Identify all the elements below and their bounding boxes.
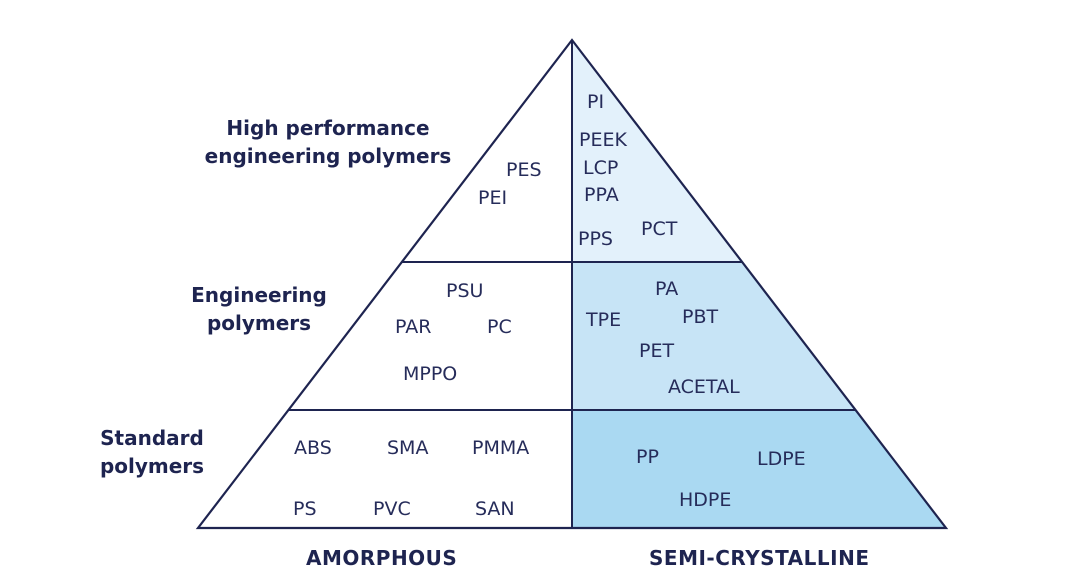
tier-label-high-performance: High performance engineering polymers xyxy=(204,116,452,168)
polymer-pps: PPS xyxy=(578,228,613,250)
polymer-pet: PET xyxy=(639,340,675,362)
polymer-peek: PEEK xyxy=(579,129,627,151)
polymer-hdpe: HDPE xyxy=(679,489,732,511)
column-label-semi-crystalline: SEMI-CRYSTALLINE xyxy=(649,546,870,570)
column-label-amorphous: AMORPHOUS xyxy=(306,546,458,570)
polymer-tpe: TPE xyxy=(586,309,622,331)
polymer-par: PAR xyxy=(395,316,432,338)
polymer-pbt: PBT xyxy=(682,306,719,328)
polymer-abs: ABS xyxy=(294,437,332,459)
polymer-pa: PA xyxy=(655,278,679,300)
polymer-pct: PCT xyxy=(641,218,678,240)
semi-crystalline-standard-region xyxy=(572,410,946,528)
polymer-ppa: PPA xyxy=(584,184,619,206)
pyramid-outline xyxy=(195,38,949,530)
polymer-pp: PP xyxy=(636,446,659,468)
polymer-sma: SMA xyxy=(387,437,429,459)
tier-label-standard: Standard polymers xyxy=(99,426,205,478)
polymer-lcp: LCP xyxy=(583,157,619,179)
polymer-pi: PI xyxy=(587,91,605,113)
polymer-pvc: PVC xyxy=(373,498,411,520)
polymer-pmma: PMMA xyxy=(472,437,530,459)
semi-crystalline-engineering-region xyxy=(572,262,856,410)
polymer-ps: PS xyxy=(293,498,317,520)
polymer-acetal: ACETAL xyxy=(668,376,740,398)
polymer-psu: PSU xyxy=(446,280,484,302)
polymer-san: SAN xyxy=(475,498,515,520)
polymer-pc: PC xyxy=(487,316,512,338)
tier-label-engineering: Engineering polymers xyxy=(191,283,327,335)
polymer-ldpe: LDPE xyxy=(757,448,806,470)
polymer-pei: PEI xyxy=(478,187,508,209)
polymer-mppo: MPPO xyxy=(403,363,458,385)
polymer-pes: PES xyxy=(506,159,542,181)
